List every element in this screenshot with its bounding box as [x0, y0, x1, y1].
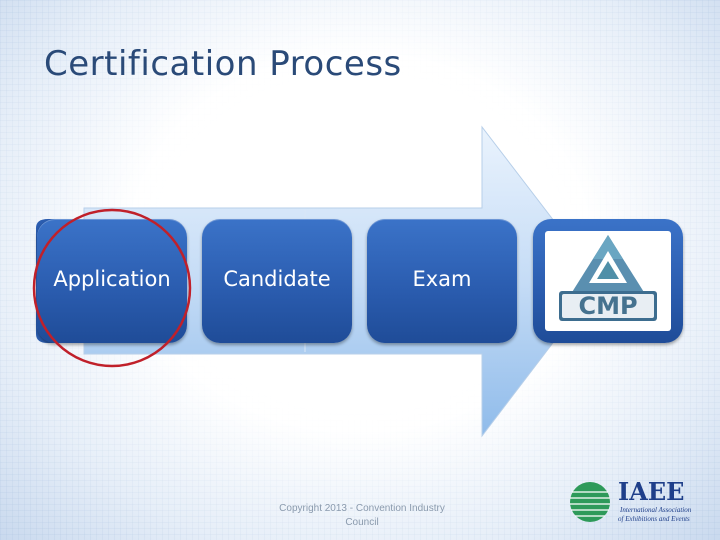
iaee-logo-tagline-1: International Association [619, 506, 692, 514]
step-label: Application [53, 267, 171, 291]
cmp-logo-graphic: CMP [559, 235, 657, 321]
cmp-logo: CMP [545, 231, 671, 331]
iaee-logo-name: IAEE [618, 477, 684, 506]
slide-title: Certification Process [44, 44, 402, 84]
step-exam: Exam [367, 219, 517, 343]
step-candidate: Candidate [202, 219, 352, 343]
iaee-logo-tagline-2: of Exhibitions and Events [618, 515, 690, 523]
cmp-logo-box: CMP [533, 219, 683, 343]
step-label: Exam [412, 267, 472, 291]
cmp-logo-text: CMP [578, 292, 637, 320]
step-label: Candidate [223, 267, 331, 291]
step-application: Application [37, 219, 187, 343]
copyright-footer: Copyright 2013 - Convention Industry Cou… [279, 503, 445, 528]
iaee-logo: IAEE International Association of Exhibi… [570, 477, 692, 523]
